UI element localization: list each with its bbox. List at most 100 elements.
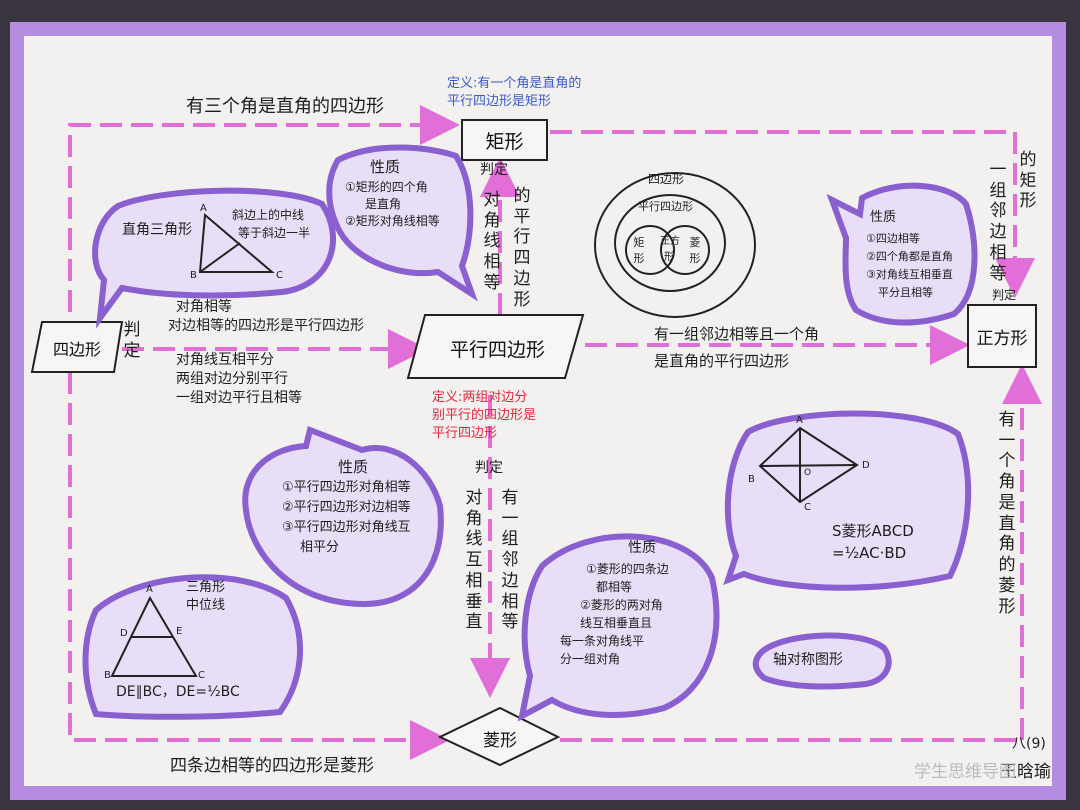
square-props-item-1: ①四边相等 xyxy=(866,232,920,245)
venn-center-label-2: 形 xyxy=(664,252,674,263)
midline-letter-d: D xyxy=(120,628,128,639)
rhombus-letter-d: D xyxy=(862,460,870,471)
label-para-to-rect-a: 对角线相等 xyxy=(483,190,501,293)
quad-para-line-5: 一组对边平行且相等 xyxy=(176,390,302,406)
node-parallelogram: 平行四边形 xyxy=(449,338,545,361)
label-para-to-rhombus-a: 对角线互相垂直 xyxy=(465,488,483,633)
label-rect-to-square-b: 的矩形 xyxy=(1019,150,1037,212)
connector-arrows xyxy=(68,105,1042,760)
rhombus-letter-a: A xyxy=(796,415,803,426)
label-para-to-rect-b: 的平行四边形 xyxy=(513,186,531,310)
speech-bubbles xyxy=(82,144,978,722)
para-props-item-4: 相平分 xyxy=(300,540,340,555)
venn-center-label: 正方 xyxy=(660,236,680,247)
midline-title-2: 中位线 xyxy=(186,598,226,613)
midline-title-1: 三角形 xyxy=(186,580,226,595)
rect-definition-1: 定义:有一个角是直角的 xyxy=(447,76,582,91)
para-props-title: 性质 xyxy=(338,458,369,476)
label-quad-to-para-judge: 判定 xyxy=(123,320,141,361)
venn-left-label: 矩 xyxy=(633,236,645,249)
node-rectangle: 矩形 xyxy=(485,130,524,153)
rhombus-letter-o: O xyxy=(804,468,812,478)
midline-letter-c: C xyxy=(198,670,205,681)
quad-node-shape xyxy=(30,321,124,373)
node-square: 正方形 xyxy=(976,328,1028,349)
rhombus-area-formula-1: S菱形ABCD xyxy=(832,522,914,540)
quad-para-line-3: 对角线互相平分 xyxy=(176,352,274,368)
rect-definition-2: 平行四边形是矩形 xyxy=(447,94,552,109)
axis-symmetry-bubble-shape xyxy=(752,632,892,690)
rect-props-title: 性质 xyxy=(370,158,401,176)
venn-right-label: 菱 xyxy=(689,236,701,249)
rhombus-props-item-5: 每一条对角线平 xyxy=(560,634,645,648)
venn-diagram xyxy=(594,172,756,318)
venn-middle-parallelogram xyxy=(614,194,726,292)
square-props-item-4: 平分且相等 xyxy=(878,286,933,299)
para-definition-3: 平行四边形 xyxy=(432,426,498,441)
rhombus-diagonal-bd xyxy=(759,464,858,467)
para-props-item-3: ③平行四边形对角线互 xyxy=(282,520,411,535)
para-props-bubble-shape xyxy=(242,425,444,608)
square-props-item-2: ②四个角都是直角 xyxy=(866,250,953,263)
label-rhombus-to-square: 有一个角是直角的菱形 xyxy=(998,410,1016,617)
venn-right-rhombus xyxy=(660,225,710,275)
para-props-item-1: ①平行四边形对角相等 xyxy=(282,480,411,495)
para-props-item-2: ②平行四边形对边相等 xyxy=(282,500,411,515)
signature-class: 八(9) xyxy=(1012,736,1046,752)
rhombus-props-item-4: 线互相垂直且 xyxy=(580,616,653,630)
quad-para-line-1: 对角相等 xyxy=(176,299,232,315)
node-boxes xyxy=(30,119,1037,767)
triangle-figures xyxy=(110,212,859,677)
right-triangle-letter-b: B xyxy=(190,270,197,281)
median-line xyxy=(199,242,241,273)
parallelogram-node-shape xyxy=(406,314,585,379)
right-triangle-note-1: 斜边上的中线 xyxy=(232,208,305,222)
axis-symmetry-label: 轴对称图形 xyxy=(773,652,843,668)
right-triangle-letter-c: C xyxy=(276,270,283,281)
rect-props-item-2: 是直角 xyxy=(365,197,402,211)
venn-right-label-2: 形 xyxy=(689,252,701,265)
venn-outer-label: 四边形 xyxy=(648,172,685,186)
midline-letter-e: E xyxy=(176,626,183,637)
label-rect-to-square-a: 一组邻边相等 xyxy=(989,160,1007,284)
arrow-quad-to-rect xyxy=(68,105,460,312)
label-para-to-square-1: 有一组邻边相等且一个角 xyxy=(654,325,820,343)
rhombus-props-item-6: 分一组对角 xyxy=(560,652,621,666)
rhombus-props-item-3: ②菱形的两对角 xyxy=(580,598,663,612)
label-para-to-square-2: 是直角的平行四边形 xyxy=(654,352,790,370)
label-para-to-rhombus-b: 有一组邻边相等 xyxy=(501,488,519,633)
rhombus-area-bubble-shape xyxy=(723,410,972,591)
right-triangle-bubble-shape xyxy=(92,187,336,329)
right-triangle-letter-a: A xyxy=(200,203,207,214)
midline-bubble-shape xyxy=(82,574,304,720)
rect-props-item-1: ①矩形的四个角 xyxy=(345,180,428,194)
label-quad-to-rhombus: 四条边相等的四边形是菱形 xyxy=(170,756,374,776)
rhombus-node-shape xyxy=(437,706,561,767)
square-props-item-3: ③对角线互相垂直 xyxy=(866,268,953,281)
para-definition-2: 别平行的四边形是 xyxy=(432,408,537,423)
signature-name: 王晗瑜 xyxy=(1000,762,1051,782)
quad-para-line-2: 对边相等的四边形是平行四边形 xyxy=(168,318,364,334)
rhombus-props-item-2: 都相等 xyxy=(596,580,633,594)
node-quadrilateral: 四边形 xyxy=(52,340,101,359)
venn-middle-label: 平行四边形 xyxy=(638,200,693,213)
quad-para-line-4: 两组对边分别平行 xyxy=(176,371,288,387)
rhombus-props-item-1: ①菱形的四条边 xyxy=(586,562,669,576)
midline-letter-a: A xyxy=(146,584,153,595)
label-para-to-rect-judge: 判定 xyxy=(480,162,508,178)
label-para-to-rhombus-judge: 判定 xyxy=(475,460,503,476)
midline-formula: DE∥BC，DE=½BC xyxy=(116,684,240,700)
right-triangle-note-2: 等于斜边一半 xyxy=(238,226,311,240)
right-triangle-title: 直角三角形 xyxy=(122,222,192,238)
rhombus-area-formula-2: =½AC·BD xyxy=(832,544,907,562)
rhombus-letter-b: B xyxy=(748,474,755,485)
para-definition-1: 定义:两组对边分 xyxy=(432,390,528,405)
node-rhombus: 菱形 xyxy=(483,730,517,751)
rhombus-letter-c: C xyxy=(804,502,811,513)
square-props-title: 性质 xyxy=(870,210,897,225)
rect-props-item-3: ②矩形对角线相等 xyxy=(345,214,440,228)
label-quad-to-rect: 有三个角是直角的四边形 xyxy=(186,96,384,117)
venn-outer-quadrilateral xyxy=(594,172,756,318)
